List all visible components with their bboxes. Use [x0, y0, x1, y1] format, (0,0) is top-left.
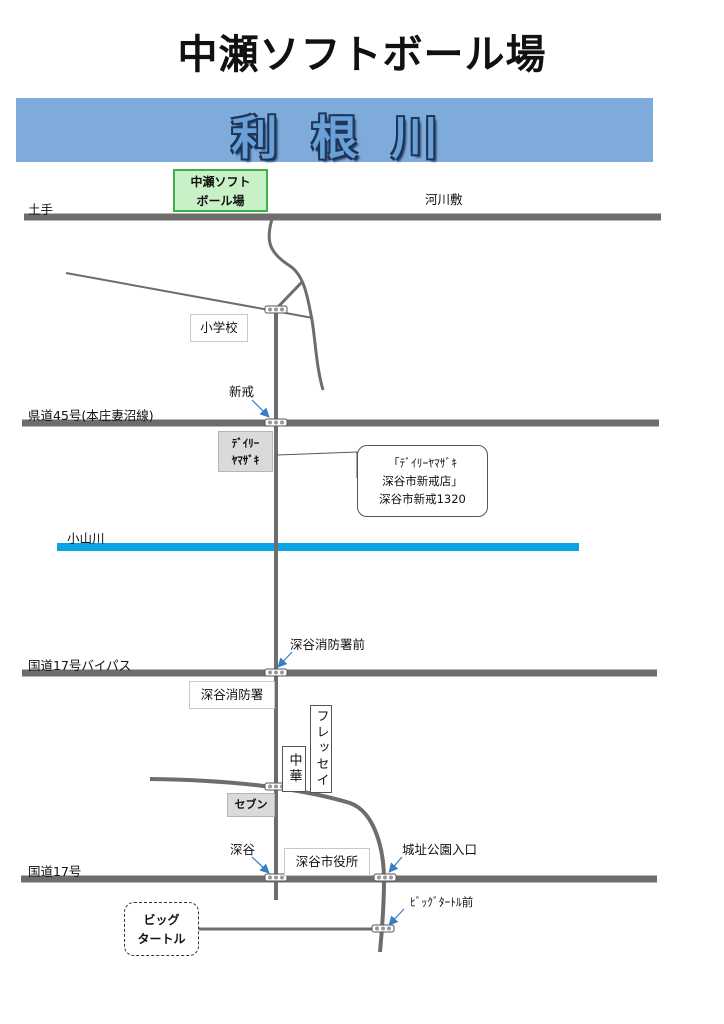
destination-line1: 中瀬ソフト: [190, 175, 251, 189]
label-dote: 土手: [28, 202, 54, 217]
signal-fukaya: [264, 873, 288, 882]
big-turtle-line1: ビッグ: [143, 913, 180, 927]
daily-yamazaki-callout: 「ﾃﾞｲﾘｰﾔﾏｻﾞｷ 深谷市新戒店」 深谷市新戒1320: [357, 445, 488, 517]
label-big-turtle-mae: ﾋﾞｯｸﾞﾀｰﾄﾙ前: [410, 895, 474, 909]
fresay-box: フレッセイ: [310, 705, 332, 793]
destination-marker: 中瀬ソフト ボール場: [173, 169, 268, 212]
big-turtle-line2: タートル: [137, 932, 186, 946]
daily-yamazaki-box: ﾃﾞｲﾘｰ ﾔﾏｻﾞｷ: [218, 431, 273, 472]
arrow-jooshi-koen: [388, 856, 403, 873]
label-fukaya-shobosho-mae: 深谷消防署前: [290, 637, 366, 652]
daily-yamazaki-line2: ﾔﾏｻﾞｷ: [231, 454, 260, 467]
label-oyamagawa: 小山川: [67, 531, 105, 546]
label-jooshi-koen-iriguchi: 城址公園入口: [402, 842, 478, 857]
callout-line2: 深谷市新戒店」: [382, 474, 463, 488]
arrow-fukaya: [251, 856, 270, 874]
page-title: 中瀬ソフトボール場: [177, 32, 547, 78]
label-kokudo17: 国道17号: [28, 864, 82, 879]
signal-jooshi-koen: [373, 873, 397, 882]
tone-river-label: 利根川: [231, 111, 472, 165]
signal-shinkai: [264, 418, 288, 427]
callout-line3: 深谷市新戒1320: [379, 492, 466, 506]
chuka-box: 中華: [282, 746, 306, 792]
label-kasenshiki: 河川敷: [425, 192, 463, 207]
signal-seven: [264, 782, 288, 791]
label-shinkai: 新戒: [229, 384, 255, 399]
signal-fukaya-shobosho-mae: [264, 668, 288, 677]
seven-box: セブン: [227, 793, 275, 817]
daily-yamazaki-line1: ﾃﾞｲﾘｰ: [231, 437, 260, 450]
city-hall-box: 深谷市役所: [284, 848, 370, 876]
arrow-shobosho-mae: [277, 651, 293, 668]
label-kokudo17-bypass: 国道17号バイパス: [28, 658, 132, 673]
tone-river-banner: 利根川: [16, 98, 653, 165]
access-road: [267, 218, 325, 391]
destination-line2: ボール場: [196, 194, 245, 208]
arrow-big-turtle: [388, 908, 405, 926]
label-fukaya: 深谷: [230, 842, 256, 857]
signal-big-turtle: [371, 924, 395, 933]
school-box: 小学校: [190, 314, 248, 342]
callout-pointer: [276, 451, 358, 478]
signal-shinkai-north: [264, 305, 288, 314]
label-kendo45: 県道45号(本庄妻沼線): [28, 408, 154, 423]
access-branch: [274, 280, 304, 311]
fresay-road: [149, 777, 387, 953]
big-turtle-box: ビッグ タートル: [124, 902, 199, 956]
fire-station-box: 深谷消防署: [189, 681, 275, 709]
callout-line1: 「ﾃﾞｲﾘｰﾔﾏｻﾞｷ: [388, 456, 457, 470]
arrow-shinkai: [251, 399, 270, 418]
